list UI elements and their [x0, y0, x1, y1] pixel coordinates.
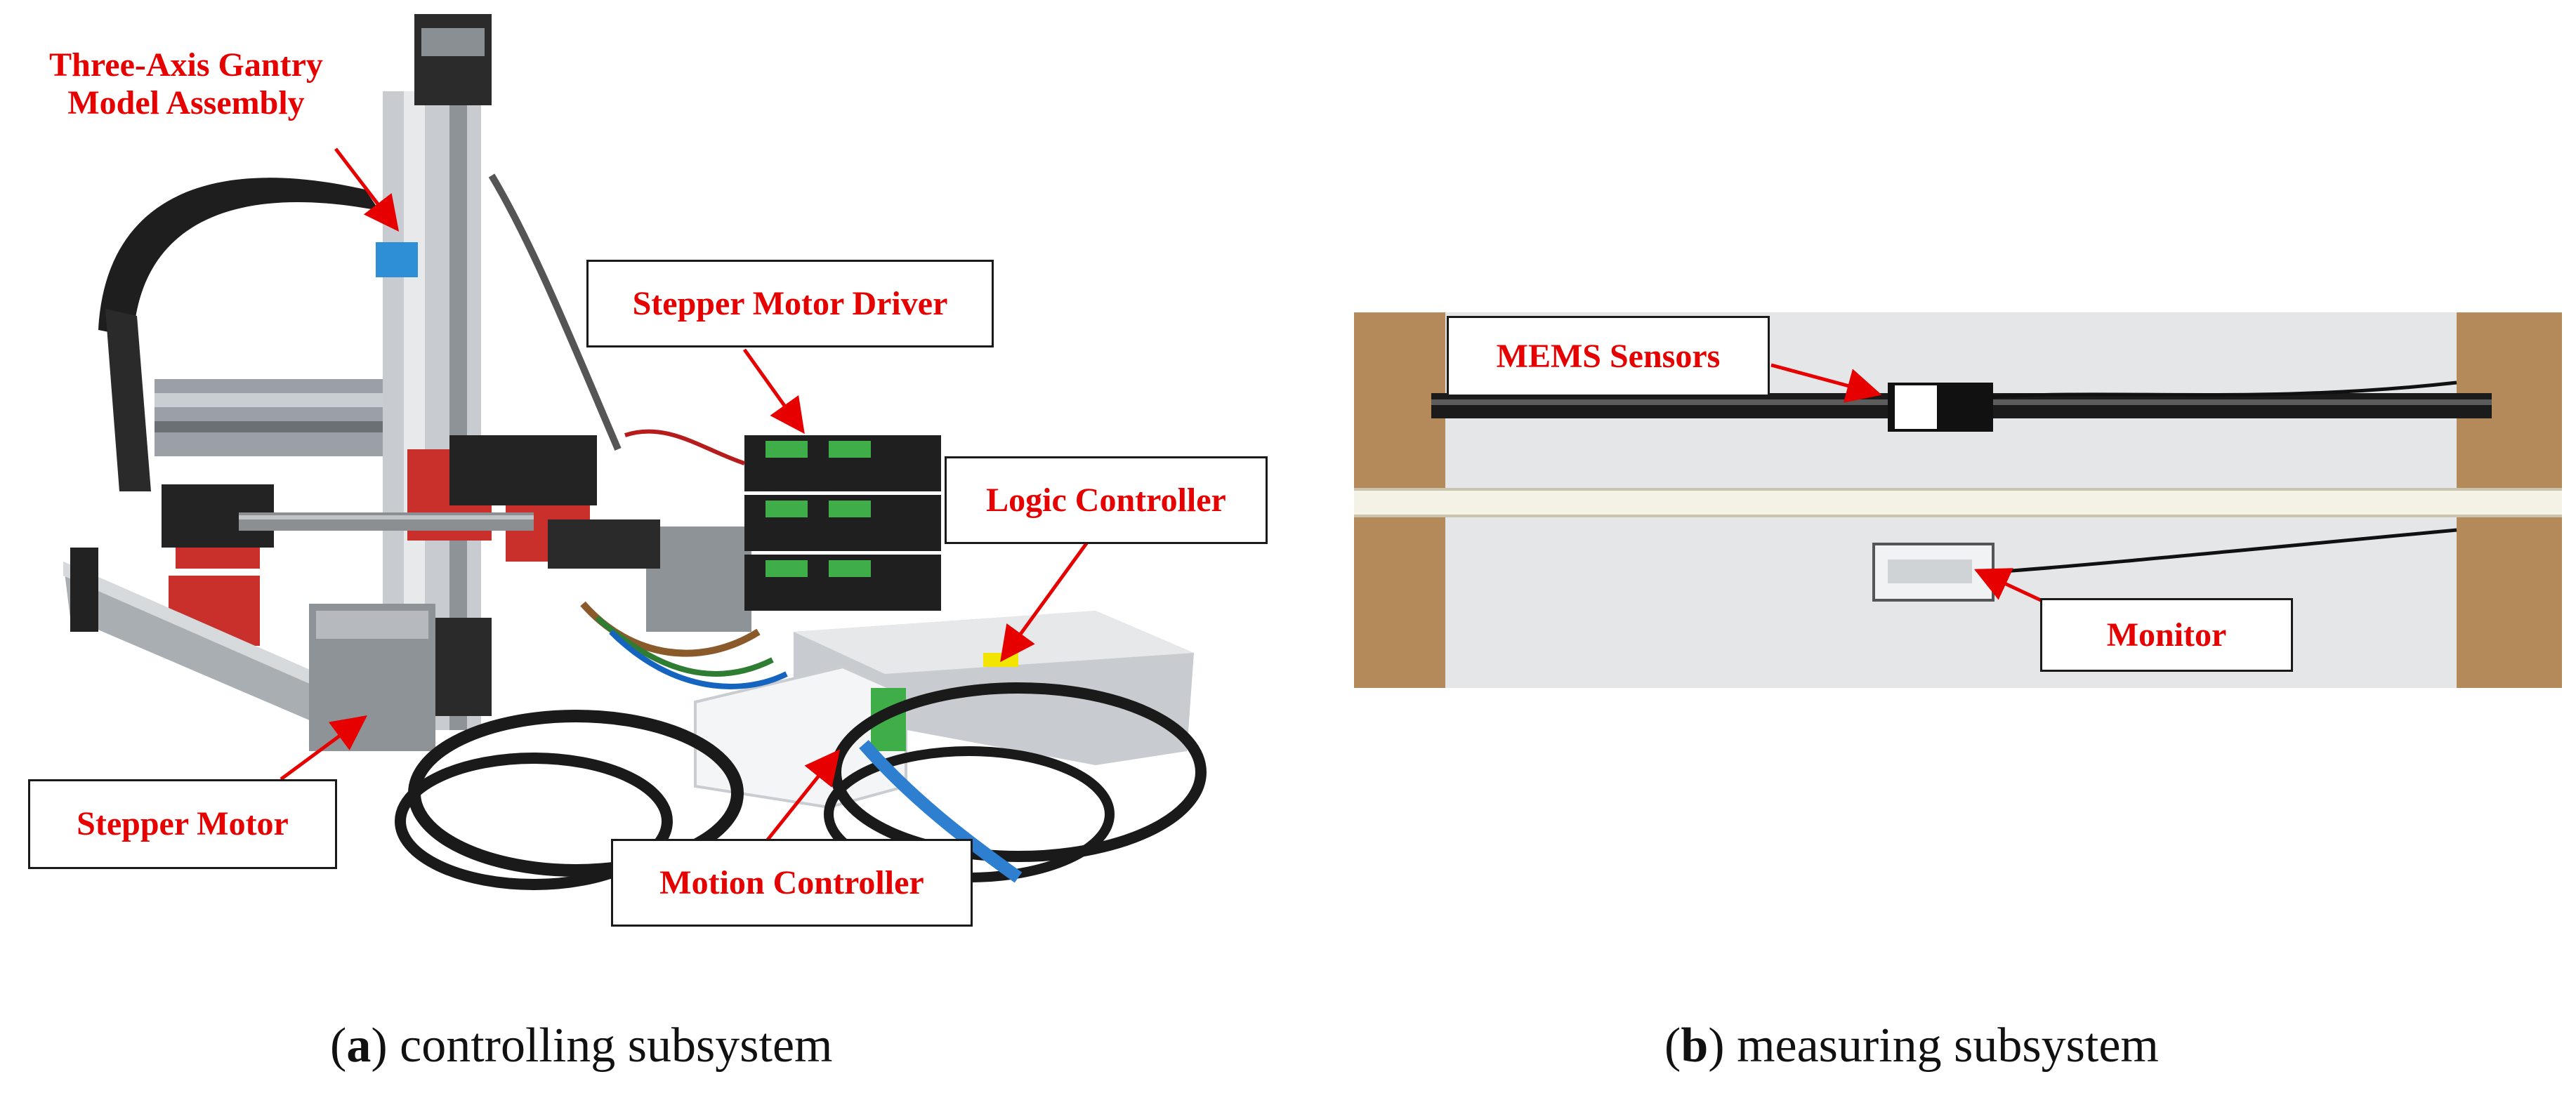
caption-panel-a: (a) controlling subsystem — [330, 1019, 833, 1073]
gantry-photo-illustration — [63, 14, 1207, 890]
callout-three-axis-gantry: Three-Axis Gantry Model Assembly — [49, 46, 323, 121]
caption-letter-a: a — [346, 1019, 372, 1073]
callout-monitor: Monitor — [2040, 598, 2293, 672]
callout-motion-controller: Motion Controller — [611, 839, 973, 927]
caption-text-b: measuring subsystem — [1737, 1019, 2159, 1073]
callout-mems-sensors: MEMS Sensors — [1447, 316, 1770, 397]
measuring-photo-illustration — [1354, 312, 2562, 688]
callout-logic-controller: Logic Controller — [945, 456, 1268, 544]
caption-panel-b: (b) measuring subsystem — [1664, 1019, 2159, 1073]
callout-stepper-motor-driver: Stepper Motor Driver — [586, 260, 994, 347]
caption-text-a: controlling subsystem — [400, 1019, 833, 1073]
caption-letter-b: b — [1681, 1019, 1709, 1073]
callout-stepper-motor: Stepper Motor — [28, 779, 337, 869]
panel-b-photo — [1354, 312, 2562, 688]
panel-a-photo — [0, 0, 1278, 955]
